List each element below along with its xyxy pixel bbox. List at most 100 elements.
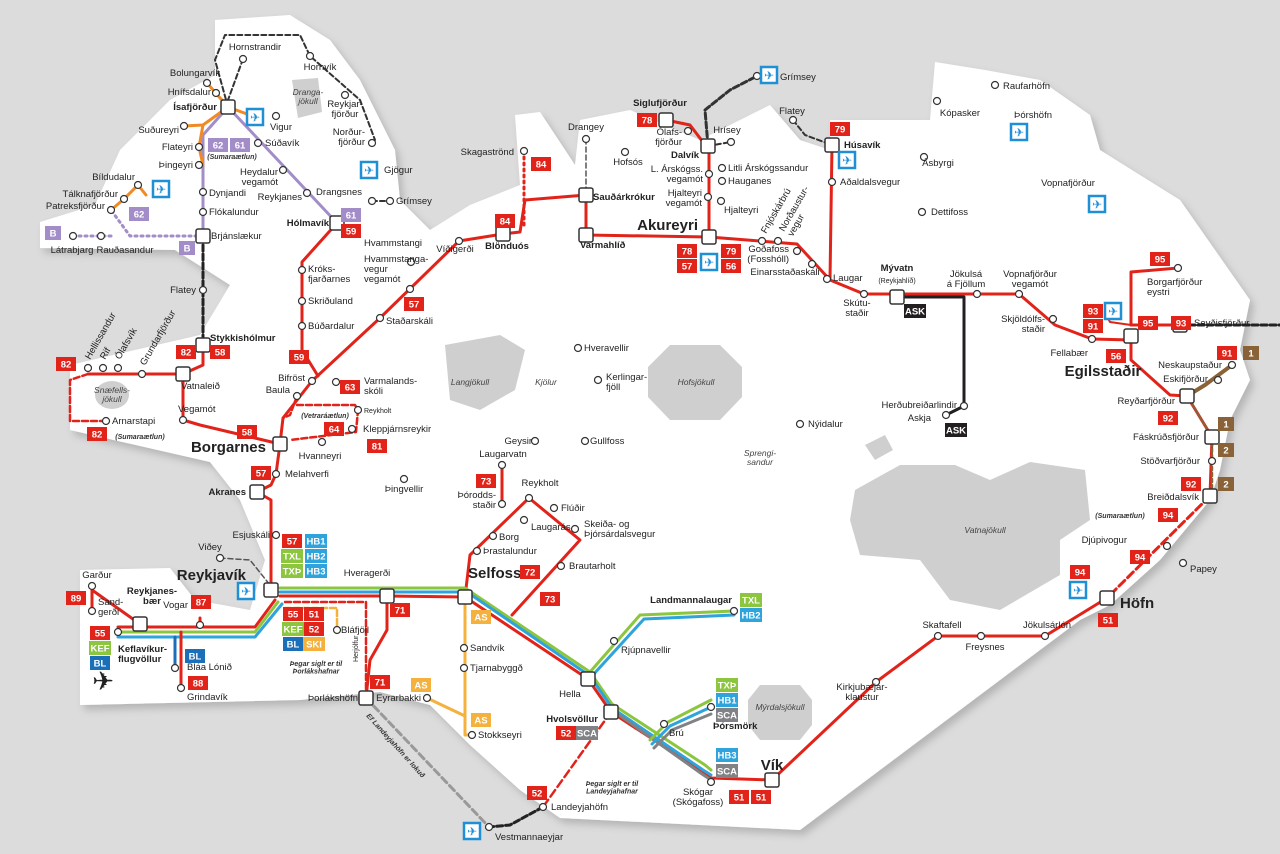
stop-hofsos[interactable]: [620, 147, 630, 157]
route-badge-hb3[interactable]: HB3: [716, 748, 738, 762]
route-badge-62[interactable]: 62: [129, 207, 149, 221]
route-badge-64[interactable]: 64: [324, 422, 344, 436]
route-badge-82[interactable]: 82: [87, 427, 107, 441]
stop-thorsmork[interactable]: [706, 702, 716, 712]
stop-grimsey-w[interactable]: [385, 196, 395, 206]
stop-stodvarfjordur[interactable]: [1207, 456, 1217, 466]
station-akureyri[interactable]: [701, 229, 717, 245]
stop-kroksfjardarnes[interactable]: [297, 265, 307, 275]
stop-kopasker[interactable]: [932, 96, 942, 106]
stop-skutustadir[interactable]: [859, 289, 869, 299]
stop-blaalonid[interactable]: [170, 663, 180, 673]
route-badge-62[interactable]: 62: [208, 138, 228, 152]
stop-stadarskali[interactable]: [375, 313, 385, 323]
stop-gullfoss[interactable]: [580, 436, 590, 446]
route-badge-81[interactable]: 81: [367, 439, 387, 453]
stop-esjuskali[interactable]: [271, 530, 281, 540]
stop-hvammstangi[interactable]: [406, 257, 416, 267]
stop-bru[interactable]: [659, 719, 669, 729]
stop-grindavik[interactable]: [176, 683, 186, 693]
stop-reykholt-s[interactable]: [524, 493, 534, 503]
stop-nyidalur[interactable]: [795, 419, 805, 429]
stop-nordurfjordur[interactable]: [367, 138, 377, 148]
route-badge-79[interactable]: 79: [830, 122, 850, 136]
station-vik[interactable]: [764, 772, 780, 788]
stop-geysir[interactable]: [530, 436, 540, 446]
station-vatnaleid[interactable]: [175, 366, 191, 382]
route-badge-92[interactable]: 92: [1181, 477, 1201, 491]
route-badge-txl[interactable]: TXL: [281, 549, 303, 563]
stop-vegamot[interactable]: [178, 415, 188, 425]
stop-skogar[interactable]: [706, 777, 716, 787]
route-badge-58[interactable]: 58: [237, 425, 257, 439]
route-badge-sca[interactable]: SCA: [576, 726, 598, 740]
stop-olafsvik[interactable]: [113, 363, 123, 373]
route-badge-56[interactable]: 56: [721, 259, 741, 273]
station-siglufjordur[interactable]: [658, 112, 674, 128]
station-reydarfjordur[interactable]: [1179, 388, 1195, 404]
stop-eskifjordur[interactable]: [1213, 375, 1223, 385]
route-badge-63[interactable]: 63: [340, 380, 360, 394]
stop-tjarnabyggd[interactable]: [459, 663, 469, 673]
stop-prastalundur[interactable]: [472, 546, 482, 556]
route-badge-sca[interactable]: SCA: [716, 764, 738, 778]
stop-herdubreidarlindir[interactable]: [959, 401, 969, 411]
stop-hvammstangavegur[interactable]: [405, 284, 415, 294]
station-brjanslaekur[interactable]: [195, 228, 211, 244]
stop-bolungarvik[interactable]: [202, 78, 212, 88]
station-holmavik[interactable]: [329, 215, 345, 231]
stop-adaldalsvegur[interactable]: [827, 177, 837, 187]
station-isafjordur[interactable]: [220, 99, 236, 115]
stop-flatey-n[interactable]: [788, 115, 798, 125]
stop-skagastrond[interactable]: [519, 146, 529, 156]
stop-blafjoll[interactable]: [332, 625, 342, 635]
route-badge-2[interactable]: 2: [1218, 443, 1234, 457]
route-badge-73[interactable]: 73: [540, 592, 560, 606]
route-badge-71[interactable]: 71: [370, 675, 390, 689]
stop-skeid[interactable]: [570, 524, 580, 534]
stop-hvanneyri[interactable]: [317, 437, 327, 447]
station-reykjanesbaer[interactable]: [132, 616, 148, 632]
stop-hornstrandir[interactable]: [238, 54, 248, 64]
route-badge-61[interactable]: 61: [230, 138, 250, 152]
stop-flateyri[interactable]: [194, 142, 204, 152]
stop-hellissandur[interactable]: [83, 363, 93, 373]
route-badge-55[interactable]: 55: [283, 607, 303, 621]
stop-rjupnavellir[interactable]: [609, 636, 619, 646]
route-badge-91[interactable]: 91: [1083, 319, 1103, 333]
station-breiddalsvik[interactable]: [1202, 488, 1218, 504]
route-badge-82[interactable]: 82: [176, 345, 196, 359]
stop-hjalteyri-v[interactable]: [703, 192, 713, 202]
stop-laugaras[interactable]: [519, 515, 529, 525]
station-stykkisholmur[interactable]: [195, 337, 211, 353]
route-badge-txþ[interactable]: TXÞ: [281, 564, 303, 578]
stop-baula[interactable]: [292, 391, 302, 401]
route-badge-bl[interactable]: BL: [185, 649, 205, 663]
stop-skaftafell[interactable]: [933, 631, 943, 641]
stop-larskog[interactable]: [704, 169, 714, 179]
stop-laugar[interactable]: [822, 274, 832, 284]
route-badge-sca[interactable]: SCA: [716, 708, 738, 722]
stop-brautarholt[interactable]: [556, 561, 566, 571]
stop-hornvik[interactable]: [305, 51, 315, 61]
stop-videy[interactable]: [215, 553, 225, 563]
route-badge-52[interactable]: 52: [527, 786, 547, 800]
stop-reykjanes-w[interactable]: [302, 188, 312, 198]
stop-varmaland[interactable]: [331, 377, 341, 387]
stop-flatey-w[interactable]: [198, 285, 208, 295]
station-hella[interactable]: [580, 671, 596, 687]
stop-reykjarfjordur[interactable]: [340, 90, 350, 100]
route-badge-73[interactable]: 73: [476, 474, 496, 488]
route-badge-51[interactable]: 51: [751, 790, 771, 804]
stop-einarsstadaskali[interactable]: [807, 259, 817, 269]
route-badge-94[interactable]: 94: [1158, 508, 1178, 522]
stop-neskaupstadur[interactable]: [1227, 360, 1237, 370]
stop-freysnes[interactable]: [976, 631, 986, 641]
stop-asbyrgi[interactable]: [919, 152, 929, 162]
station-hofn[interactable]: [1099, 590, 1115, 606]
stop-raufarhofn[interactable]: [990, 80, 1000, 90]
station-hveragerdi[interactable]: [379, 588, 395, 604]
stop-litli[interactable]: [717, 163, 727, 173]
route-badge-84[interactable]: 84: [531, 157, 551, 171]
route-badge-78[interactable]: 78: [637, 113, 657, 127]
